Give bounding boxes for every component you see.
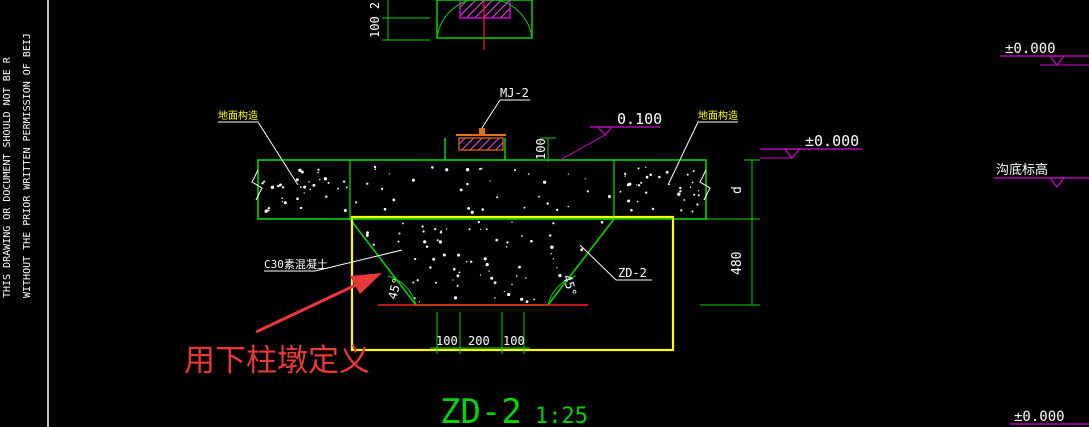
- mj-tag: MJ-2: [500, 86, 529, 100]
- elevation-marker-right-top: [1000, 55, 1089, 66]
- dimension-bottom-left: 100: [436, 334, 458, 348]
- angle-left-text: 45°: [385, 276, 404, 301]
- drawing-scale: 1:25: [535, 404, 588, 427]
- dimension-480-text: 480: [730, 252, 745, 275]
- elevation-marker-center: [760, 148, 862, 159]
- floor-slab: [251, 159, 760, 220]
- elevation-right-top-text: ±0.000: [1005, 41, 1056, 57]
- elevation-right-bottom-text: ±0.000: [1014, 409, 1065, 425]
- dimension-d-text: d: [730, 186, 745, 194]
- elevation-marker-0100: [559, 126, 660, 161]
- elevation-0100-text: 0.100: [617, 110, 662, 128]
- border-note-line1: THIS DRAWING OR DOCUMENT SHOULD NOT BE R: [2, 56, 13, 298]
- dimension-100-vertical: [540, 137, 556, 162]
- ground-label-right: 地面构造: [698, 109, 738, 122]
- elevation-center-text: ±0.000: [805, 132, 859, 150]
- dimension-bottom-mid: 200: [468, 334, 490, 348]
- top-dimension-text: 100 2: [368, 2, 382, 38]
- annotation-callout: 用下柱墩定义: [184, 343, 370, 379]
- dimension-right-vertical: [700, 159, 760, 306]
- elevation-marker-trench: [994, 177, 1089, 188]
- drawing-title: ZD-2: [440, 392, 522, 427]
- highlight-box[interactable]: [350, 215, 675, 352]
- ground-label-left: 地面构造: [218, 109, 258, 122]
- column-pier-zd2: [348, 218, 616, 306]
- angle-right-text: 45°: [560, 273, 579, 298]
- pier-tag: ZD-2: [618, 266, 647, 280]
- dimension-bottom-right: 100: [503, 334, 525, 348]
- trench-bottom-text: 沟底标高: [996, 162, 1048, 178]
- annotation-arrow: [255, 273, 382, 334]
- leader-lines: [218, 121, 738, 281]
- dimension-bottom-chain: [430, 312, 530, 354]
- dimension-100-text: 100: [534, 138, 548, 160]
- upper-column-detail: [382, 0, 533, 50]
- concrete-aggregate: [261, 165, 700, 303]
- border-note-line2: WITHOUT THE PRIOR WRITTEN PERMISSION OF …: [22, 33, 33, 298]
- embedded-plate: [444, 99, 530, 160]
- concrete-label: C30素混凝土: [264, 257, 328, 271]
